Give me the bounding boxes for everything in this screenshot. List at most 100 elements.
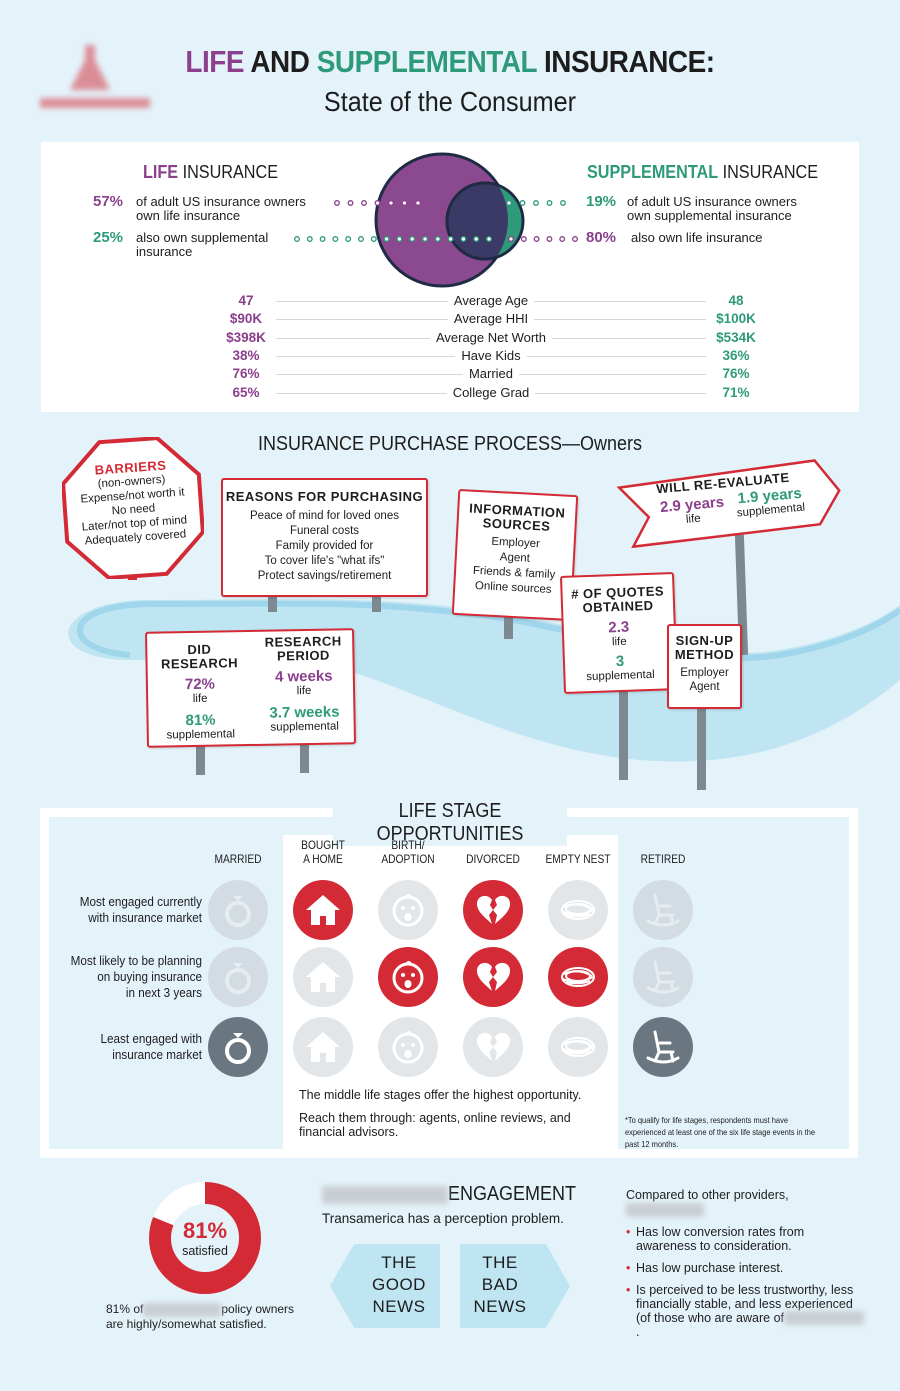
broken-heart-icon xyxy=(463,1017,523,1077)
connector-dot xyxy=(347,200,354,206)
house-icon xyxy=(293,880,353,940)
connector-dot xyxy=(370,236,377,242)
connector-dot xyxy=(306,236,313,242)
connector-dot xyxy=(332,236,339,242)
column-header-nest: EMPTY NEST xyxy=(545,852,611,866)
life-value: 38% xyxy=(232,347,260,363)
baby-icon xyxy=(378,1017,438,1077)
connector-dot xyxy=(447,236,454,242)
supp-value: $100K xyxy=(716,311,756,327)
connector-dot xyxy=(422,236,428,242)
satisfaction-donut xyxy=(149,1182,261,1294)
supp-value: 48 xyxy=(728,293,744,308)
row-label: Average HHI xyxy=(447,311,535,327)
sign-post xyxy=(196,745,205,775)
supp-value: 76% xyxy=(722,366,750,382)
life-stage-footnote: *To qualify for life stages, respondents… xyxy=(625,1115,816,1149)
venn-diagram xyxy=(294,152,578,288)
connector-dot xyxy=(572,236,578,242)
row-label: Average Net Worth xyxy=(429,329,553,345)
row-label: College Grad xyxy=(446,384,536,400)
connector-dot xyxy=(519,200,526,206)
sign-post xyxy=(268,596,277,612)
life-insurance-header: LIFE INSURANCE xyxy=(143,162,279,182)
connector-dot xyxy=(473,236,480,242)
supplemental-insurance-header: SUPPLEMENTAL INSURANCE xyxy=(587,162,819,182)
connector-dot xyxy=(546,200,553,206)
baby-icon xyxy=(378,947,438,1007)
connector-dot xyxy=(409,236,416,242)
connector-dot xyxy=(358,236,364,242)
house-icon xyxy=(293,1017,353,1077)
life-value: 65% xyxy=(232,384,260,400)
ring-icon xyxy=(208,1017,268,1077)
connector-dot xyxy=(345,236,352,242)
life-stage-notes: The middle life stages offer the highest… xyxy=(299,1088,582,1139)
supp-stat-life: 80%also own life insurance xyxy=(586,229,763,246)
supp-stat-owners: 19%of adult US insurance owners own supp… xyxy=(586,193,797,223)
column-header-baby: BIRTH/ADOPTION xyxy=(381,838,435,866)
connector-dot xyxy=(374,200,381,206)
connector-dot xyxy=(533,236,540,242)
rocking-chair-icon xyxy=(633,1017,693,1077)
page-subtitle: State of the Consumer xyxy=(323,86,577,117)
life-value: 47 xyxy=(238,293,254,308)
connector-dot xyxy=(383,236,390,242)
supp-value: $534K xyxy=(716,329,756,345)
ring-icon xyxy=(208,880,268,940)
rocking-chair-icon xyxy=(633,947,693,1007)
life-stat-owners: 57%of adult US insurance owners own life… xyxy=(93,193,306,223)
life-stat-supplemental: 25%also own supplemental insurance xyxy=(93,229,269,259)
life-stage-title: LIFE STAGE OPPORTUNITIES xyxy=(333,800,567,846)
sign-post xyxy=(300,745,309,773)
connector-dot xyxy=(460,236,467,242)
life-value: 76% xyxy=(232,366,260,382)
comparison-row: 65% College Grad 71% xyxy=(221,384,761,403)
broken-heart-icon xyxy=(463,880,523,940)
donut-value-label: 81% xyxy=(182,1218,228,1243)
connector-dot xyxy=(415,200,421,206)
connector-dot xyxy=(506,200,512,206)
row-label: Married xyxy=(462,366,520,382)
page-title: LIFE AND SUPPLEMENTAL INSURANCE: xyxy=(185,44,715,79)
connector-dot xyxy=(294,236,300,242)
supp-value: 36% xyxy=(722,347,750,363)
house-icon xyxy=(293,947,353,1007)
connector-dot xyxy=(388,200,394,206)
broken-heart-icon xyxy=(463,947,523,1007)
ownership-panel: LIFE INSURANCE SUPPLEMENTAL INSURANCE 57… xyxy=(41,142,859,412)
engagement-title: ENGAGEMENT xyxy=(322,1183,576,1206)
connector-dot xyxy=(334,200,340,206)
comparison-row: 38% Have Kids 36% xyxy=(221,347,761,366)
connector-dot xyxy=(560,200,566,206)
nest-icon xyxy=(548,1017,608,1077)
connector-dot xyxy=(361,200,367,206)
supp-value: 71% xyxy=(722,384,750,400)
reasons-sign: REASONS FOR PURCHASING Peace of mind for… xyxy=(221,478,428,597)
row-label: Average Age xyxy=(447,293,535,308)
row-label: Have Kids xyxy=(455,347,527,363)
nest-icon xyxy=(548,880,608,940)
donut-sub-label: satisfied xyxy=(182,1244,228,1258)
connector-dot xyxy=(486,236,492,242)
barriers-sign: BARRIERS (non-owners) Expense/not worth … xyxy=(62,437,204,579)
brand-logo xyxy=(40,40,150,115)
connector-dot xyxy=(396,236,403,242)
column-header-broken-heart: DIVORCED xyxy=(466,852,520,866)
comparison-row: 76% Married 76% xyxy=(221,366,761,384)
engagement-subtitle: Transamerica has a perception problem. xyxy=(322,1211,564,1226)
life-value: $90K xyxy=(229,311,263,327)
connector-dot xyxy=(319,236,326,242)
donut-value-arc xyxy=(149,1182,261,1294)
connector-dot xyxy=(434,236,441,242)
connector-dot xyxy=(401,200,408,206)
